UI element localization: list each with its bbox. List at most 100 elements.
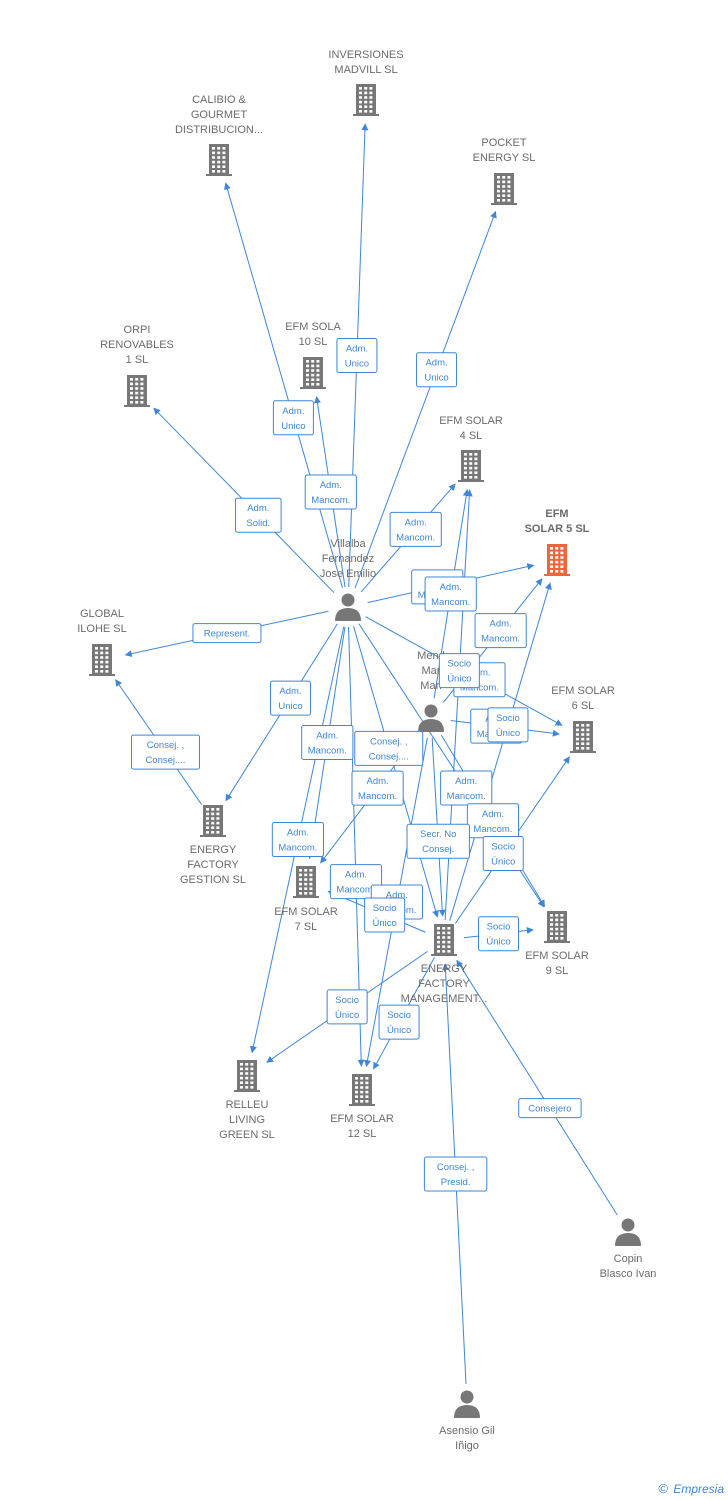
edge-label[interactable]: Adm. Unico	[416, 352, 458, 388]
edge-label-text: Mancom.	[460, 683, 499, 694]
edge-label[interactable]: Adm.Mancom.	[389, 511, 442, 547]
edge-label[interactable]: Adm. Unico	[272, 400, 314, 436]
edge-label[interactable]: Adm.Mancom.	[424, 576, 477, 612]
edge-label[interactable]: Adm.Mancom.	[474, 613, 527, 649]
edge-label-text: Socio	[487, 922, 511, 933]
node-label: 10 SL	[299, 336, 328, 348]
edge-label-text: Adm.	[279, 686, 301, 697]
edge-label-text: Único	[335, 1010, 359, 1021]
node-energymgmt[interactable]: ENERGYFACTORYMANAGEMENT...	[401, 924, 488, 1005]
edge-label-text: Adm.	[282, 406, 304, 417]
node-label: ENERGY	[190, 844, 237, 856]
building-icon	[293, 866, 319, 898]
node-label: GESTION SL	[180, 874, 246, 886]
edge-label-text: Adm.	[386, 890, 408, 901]
edge-label-text: Único	[447, 674, 471, 685]
edge-villalba-calibio	[224, 182, 343, 588]
node-label: INVERSIONES	[328, 49, 403, 61]
edge-label[interactable]: Consej. ,Consej....	[131, 734, 201, 770]
building-icon	[353, 84, 379, 116]
edge-label[interactable]: Adm.Mancom.	[440, 770, 493, 806]
edge-label[interactable]: Represent.	[192, 623, 262, 644]
building-icon	[544, 544, 570, 576]
edge-label-text: Socio	[496, 713, 520, 724]
edge-label-text: Unico	[345, 358, 369, 369]
person-icon	[615, 1218, 641, 1246]
building-icon	[349, 1074, 375, 1106]
node-label: 12 SL	[348, 1128, 377, 1140]
node-label: Iñigo	[455, 1440, 479, 1452]
edge-label[interactable]: Adm.Mancom.	[329, 864, 383, 900]
edge-label-text: Adm.	[346, 343, 368, 354]
edge-label[interactable]: Adm. Unico	[336, 337, 378, 373]
edge-label-text: Único	[491, 856, 515, 867]
edge-label-text: Consej. ,	[437, 1162, 475, 1173]
node-label: EFM	[545, 508, 568, 520]
edge-label-text: Mancom.	[473, 824, 512, 835]
person-icon	[335, 593, 361, 621]
edge-label-text: Adm.	[455, 776, 477, 787]
node-label: SOLAR 5 SL	[525, 523, 590, 535]
node-label: EFM SOLAR	[330, 1113, 394, 1125]
edge-label-text: Adm.	[320, 480, 342, 491]
edge-label[interactable]: Adm.Mancom.	[271, 822, 325, 858]
node-label: CALIBIO &	[192, 94, 246, 106]
node-label: 9 SL	[546, 965, 569, 977]
edge-label[interactable]: Adm.Mancom.	[351, 770, 404, 806]
edge-label-text: Adm.	[345, 870, 367, 881]
building-icon	[200, 805, 226, 837]
building-icon	[234, 1060, 260, 1092]
building-icon	[124, 375, 150, 407]
brand-logo[interactable]: Empresia	[673, 1482, 724, 1496]
node-label: Blasco Ivan	[600, 1268, 657, 1280]
edge-label[interactable]: Adm.Unico	[269, 680, 311, 716]
node-efm9[interactable]: EFM SOLAR 9 SL	[525, 911, 589, 977]
node-label: FACTORY	[187, 859, 239, 871]
edge-label-text: Adm.	[482, 809, 504, 820]
edge-label-text: Consej. ,	[370, 736, 408, 747]
edge-label[interactable]: Consej. ,Consej....	[354, 730, 424, 766]
node-label: DISTRIBUCION...	[175, 124, 263, 136]
edge-label-text: Adm.	[425, 358, 447, 369]
edge-label[interactable]: Adm.Solid.	[235, 497, 282, 533]
node-label: Asensio Gil	[439, 1425, 495, 1437]
edge-label-text: Unico	[281, 421, 305, 432]
edge-label[interactable]: Consejero	[518, 1098, 582, 1119]
node-label: GOURMET	[191, 109, 248, 121]
node-energygestion[interactable]: ENERGY FACTORY GESTION SL	[180, 805, 246, 886]
person-icon	[418, 704, 444, 732]
edge-label-text: Unico	[424, 373, 448, 384]
node-efm5[interactable]: EFM SOLAR 5 SL	[525, 508, 590, 576]
edge-label-text: Adm.	[490, 619, 512, 630]
node-label: EFM SOLAR	[525, 950, 589, 962]
edge-label[interactable]: Adm. Mancom.	[466, 803, 520, 839]
edge-label[interactable]: Consej. ,Presid.	[423, 1156, 488, 1192]
node-calibio[interactable]: CALIBIO & GOURMET DISTRIBUCION...	[175, 94, 263, 176]
edge-label[interactable]: Adm.Mancom.	[304, 474, 357, 510]
edge-energymgmt-efm5	[449, 582, 552, 921]
node-efm12[interactable]: EFM SOLAR 12 SL	[330, 1074, 394, 1140]
edge-label[interactable]: Adm.Mancom.	[301, 725, 354, 761]
node-label: ENERGY	[421, 963, 468, 975]
